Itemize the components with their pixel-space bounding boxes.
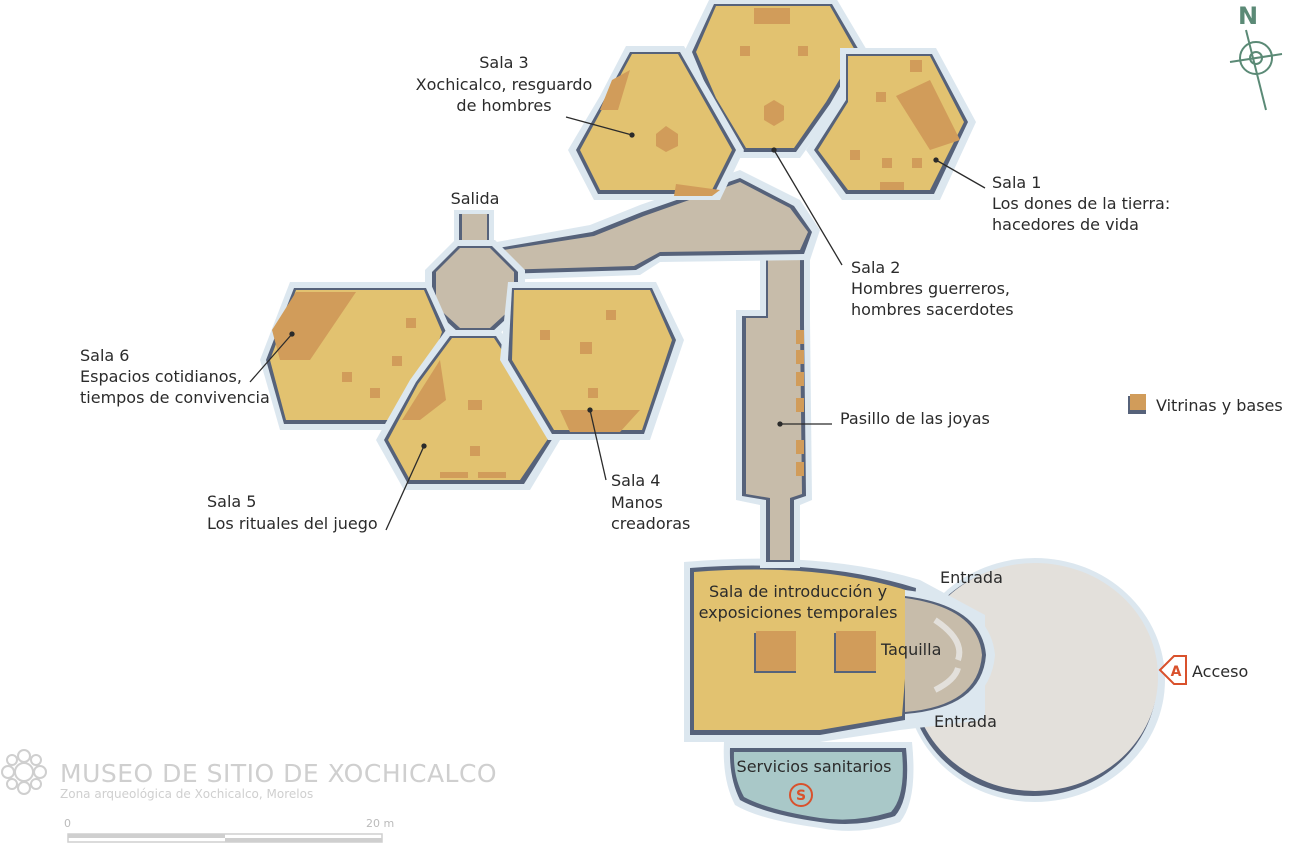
sanitary-icon	[789, 783, 813, 807]
intro-line2: exposiciones temporales	[699, 603, 898, 622]
sala-2-title: Sala 2	[851, 258, 900, 277]
sala-6-line2: tiempos de convivencia	[80, 388, 270, 407]
sala-5-title: Sala 5	[207, 492, 256, 511]
intro-room-label: Sala de introducción y exposiciones temp…	[699, 582, 898, 622]
sala-1-line1: Los dones de la tierra:	[992, 194, 1170, 213]
sala-1-label: Sala 1 Los dones de la tierra: hacedores…	[992, 173, 1170, 234]
sala-1-line2: hacedores de vida	[992, 215, 1139, 234]
sala-4-room	[500, 282, 684, 440]
sala-6-line1: Espacios cotidianos,	[80, 367, 242, 386]
sala-3-title: Sala 3	[479, 53, 528, 72]
upper-corridor	[480, 170, 820, 280]
map-title: MUSEO DE SITIO DE XOCHICALCO	[60, 759, 497, 788]
vestibule	[905, 590, 995, 720]
intro-line1: Sala de introducción y	[709, 582, 887, 601]
jewel-corridor	[736, 248, 812, 568]
museum-logo-icon	[1, 749, 47, 795]
salida-label: Salida	[451, 189, 500, 208]
sala-3-label: Sala 3 Xochicalco, resguardo de hombres	[416, 53, 593, 115]
sala-2-line2: hombres sacerdotes	[851, 300, 1014, 319]
compass-rose-icon	[1229, 29, 1283, 111]
sala-4-label: Sala 4 Manos creadoras	[611, 471, 690, 533]
sala-6-room	[260, 282, 452, 430]
legend-label: Vitrinas y bases	[1156, 396, 1283, 415]
sala-4-title: Sala 4	[611, 471, 660, 490]
exit-connector	[425, 210, 525, 338]
access-marker: A Acceso	[1158, 655, 1248, 685]
sala-6-label: Sala 6 Espacios cotidianos, tiempos de c…	[80, 346, 270, 407]
sanitarios-label: Servicios sanitarios	[737, 757, 892, 776]
sala-3-line2: de hombres	[456, 96, 551, 115]
compass-north-label: N	[1238, 2, 1258, 30]
scale-start: 0	[64, 817, 71, 830]
pasillo-label: Pasillo de las joyas	[840, 409, 990, 428]
sala-3-room	[568, 46, 744, 200]
entrada-top-label: Entrada	[940, 568, 1003, 587]
sala-1-room	[806, 48, 976, 200]
access-badge: A	[1171, 664, 1182, 680]
sala-4-line2: creadoras	[611, 514, 690, 533]
map-subtitle: Zona arqueológica de Xochicalco, Morelos	[60, 787, 313, 801]
sala-2-line1: Hombres guerreros,	[851, 279, 1010, 298]
sala-5-label: Sala 5 Los rituales del juego	[207, 492, 378, 533]
sala-6-title: Sala 6	[80, 346, 129, 365]
sala-2-room	[684, 0, 868, 158]
sala-2-label: Sala 2 Hombres guerreros, hombres sacerd…	[851, 258, 1014, 319]
sanitary-marker: S	[789, 783, 813, 807]
compass: N	[1229, 2, 1283, 111]
sanitary-room	[723, 742, 914, 831]
leader-lines	[249, 116, 986, 531]
sala-4-line1: Manos	[611, 493, 663, 512]
taquilla-label: Taquilla	[880, 640, 941, 659]
sanitary-badge: S	[796, 788, 806, 804]
sala-1-title: Sala 1	[992, 173, 1041, 192]
legend: Vitrinas y bases	[1128, 394, 1283, 415]
scale-end: 20 m	[366, 817, 394, 830]
legend-swatch	[1130, 394, 1146, 410]
sala-5-line1: Los rituales del juego	[207, 514, 378, 533]
scale-bar: 0 20 m	[64, 817, 394, 843]
entrada-bottom-label: Entrada	[934, 712, 997, 731]
acceso-label: Acceso	[1192, 662, 1248, 681]
sala-3-line1: Xochicalco, resguardo	[416, 75, 593, 94]
access-arrow-icon	[1158, 655, 1187, 685]
